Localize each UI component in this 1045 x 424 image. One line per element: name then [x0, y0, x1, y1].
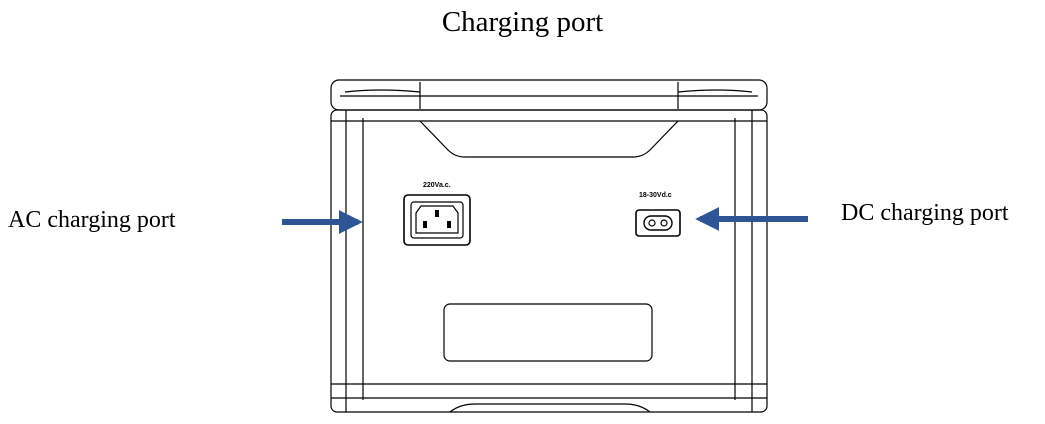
- dc-port: 18-30Vd.c: [635, 192, 681, 237]
- vent-panel: [443, 303, 653, 362]
- device-body: [330, 109, 768, 413]
- top-handle: [330, 79, 768, 111]
- dc-port-callout: DC charging port: [841, 200, 1009, 226]
- ac-port-rating: 220Va.c.: [423, 182, 451, 189]
- ac-port: 220Va.c.: [403, 182, 471, 246]
- ac-port-callout: AC charging port: [8, 207, 176, 233]
- dc-port-rating: 18-30Vd.c: [639, 192, 672, 199]
- diagram-title: Charging port: [441, 6, 604, 38]
